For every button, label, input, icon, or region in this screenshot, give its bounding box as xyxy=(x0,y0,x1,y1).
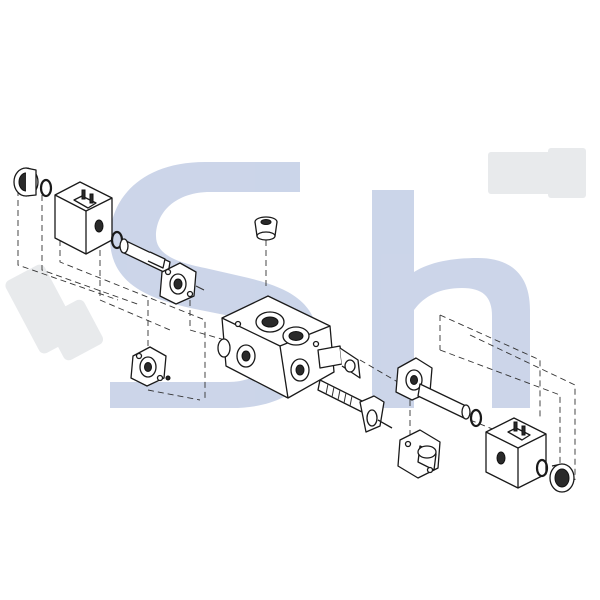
end-nut-right xyxy=(549,463,575,493)
solenoid-tube-right xyxy=(395,357,471,420)
watermark-letter-h xyxy=(372,190,530,408)
bleed-plug xyxy=(254,216,278,241)
spool xyxy=(317,379,393,433)
lower-flange-left xyxy=(130,346,171,387)
end-nut-left xyxy=(13,167,39,197)
valve-body xyxy=(217,295,361,399)
o-ring-tube-right xyxy=(469,408,483,428)
solenoid-coil-right xyxy=(485,417,547,489)
watermark-fitting xyxy=(5,148,586,361)
o-ring-right xyxy=(535,458,549,478)
mounting-flange-right xyxy=(397,429,441,479)
solenoid-coil-left xyxy=(54,181,113,255)
o-ring-left xyxy=(39,178,53,198)
mounting-flange-left xyxy=(159,262,205,305)
watermark-letter-s xyxy=(110,162,318,408)
watermark-logo xyxy=(5,148,586,408)
